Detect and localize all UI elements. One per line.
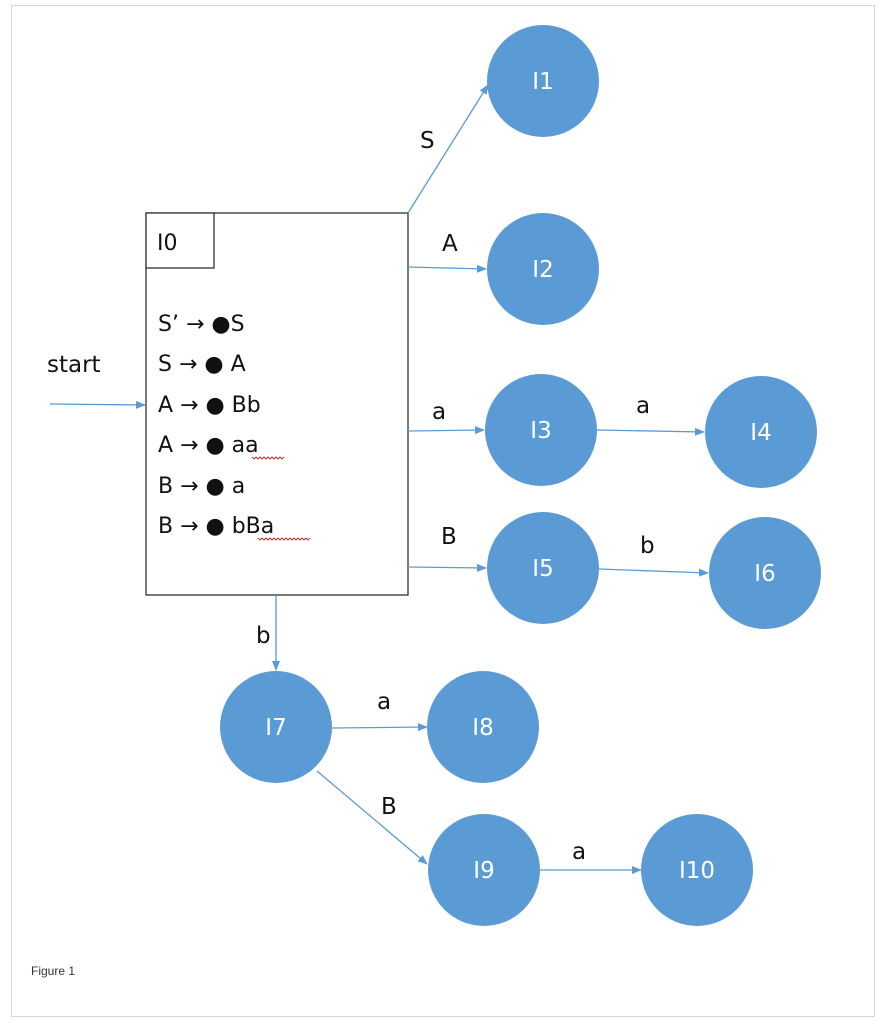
state-label: I10 bbox=[679, 858, 715, 884]
item-set-I0: I0 S’ → ●S S → ● A A → ● Bb A → ● aa B →… bbox=[145, 212, 409, 596]
edge-label-I3-I4: a bbox=[636, 393, 650, 419]
edge-label-I7-I9: B bbox=[381, 794, 397, 820]
edge-label-I9-I10: a bbox=[572, 839, 586, 865]
edge-label-I7-I8: a bbox=[377, 689, 391, 715]
production-0: S’ → ●S bbox=[158, 312, 245, 337]
state-I5: I5 bbox=[487, 512, 599, 624]
production-1: S → ● A bbox=[158, 352, 246, 377]
item-set-label: I0 bbox=[157, 231, 178, 256]
start-arrow bbox=[49, 400, 146, 409]
production-5: B → ● bBa bbox=[158, 514, 274, 539]
state-label: I2 bbox=[532, 257, 553, 283]
edge-I0-I2 bbox=[407, 264, 487, 273]
spellcheck-underline-bBa bbox=[257, 537, 311, 541]
edge-label-I0-I5: B bbox=[441, 524, 457, 550]
item-set-box bbox=[145, 212, 409, 596]
item-set-label-box bbox=[145, 212, 215, 269]
state-I3: I3 bbox=[485, 374, 597, 486]
edge-I5-I6 bbox=[598, 568, 709, 577]
edge-I0-I3 bbox=[407, 426, 485, 435]
state-label: I1 bbox=[532, 69, 553, 95]
production-4: B → ● a bbox=[158, 474, 245, 499]
edge-label-I0-I2: A bbox=[442, 231, 458, 257]
state-label: I3 bbox=[530, 418, 551, 444]
start-label: start bbox=[47, 352, 101, 378]
edge-I7-I8 bbox=[331, 723, 428, 732]
state-I2: I2 bbox=[487, 213, 599, 325]
state-I8: I8 bbox=[427, 671, 539, 783]
edge-label-I5-I6: b bbox=[640, 533, 655, 559]
production-2: A → ● Bb bbox=[158, 393, 261, 418]
state-I6: I6 bbox=[709, 517, 821, 629]
state-label: I5 bbox=[532, 556, 553, 582]
state-I7: I7 bbox=[220, 671, 332, 783]
figure-caption: Figure 1 bbox=[31, 964, 76, 978]
state-label: I7 bbox=[265, 715, 286, 741]
state-label: I8 bbox=[472, 715, 493, 741]
state-I4: I4 bbox=[705, 376, 817, 488]
spellcheck-underline-aa bbox=[251, 456, 285, 460]
edge-I0-I5 bbox=[407, 563, 487, 572]
production-3: A → ● aa bbox=[158, 433, 259, 458]
edge-label-I0-I3: a bbox=[432, 399, 446, 425]
state-I1: I1 bbox=[487, 25, 599, 137]
edge-label-I0-I1: S bbox=[420, 128, 435, 154]
state-label: I4 bbox=[750, 420, 771, 446]
state-label: I6 bbox=[754, 561, 775, 587]
state-I10: I10 bbox=[641, 814, 753, 926]
state-label: I9 bbox=[473, 858, 494, 884]
edge-I3-I4 bbox=[596, 427, 705, 436]
edge-label-I0-I7: b bbox=[256, 623, 271, 649]
state-I9: I9 bbox=[428, 814, 540, 926]
edge-I7-I9 bbox=[316, 770, 428, 865]
edge-I0-I1 bbox=[407, 84, 489, 214]
